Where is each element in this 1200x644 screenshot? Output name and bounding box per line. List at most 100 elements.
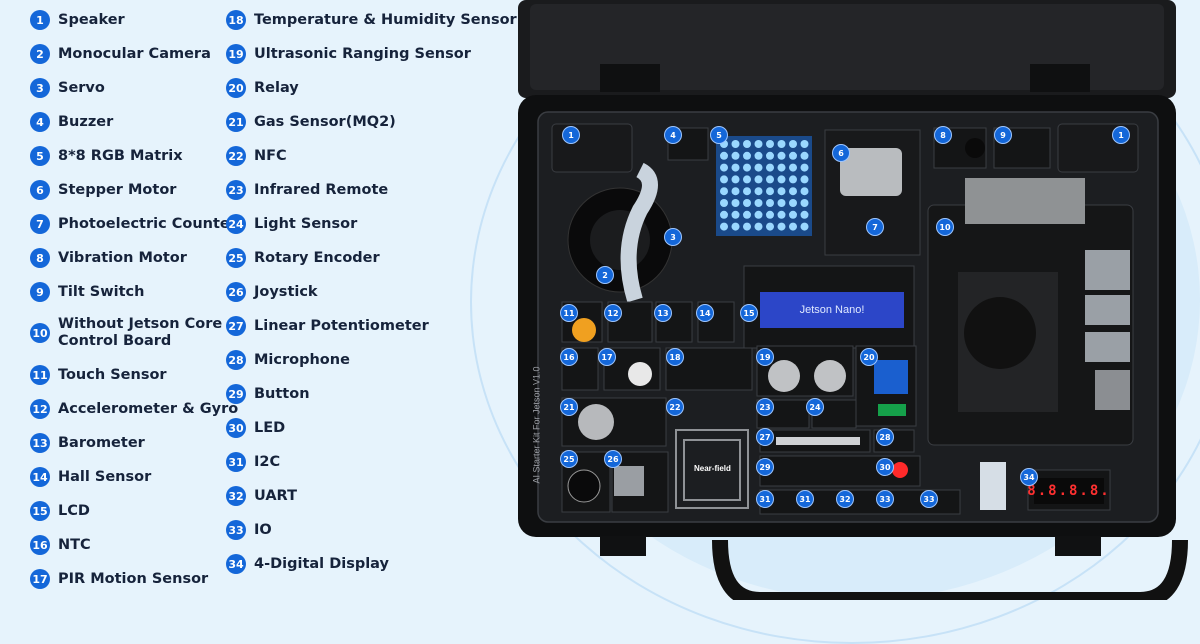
component-marker: 1 <box>562 126 580 144</box>
legend-number-badge: 28 <box>226 350 246 370</box>
relay-block <box>874 360 908 394</box>
component-marker: 13 <box>654 304 672 322</box>
component-marker: 5 <box>710 126 728 144</box>
component-marker: 34 <box>1020 468 1038 486</box>
legend-label: 4-Digital Display <box>254 555 389 572</box>
component-marker: 32 <box>836 490 854 508</box>
component-marker: 9 <box>994 126 1012 144</box>
legend-number-badge: 23 <box>226 180 246 200</box>
component-marker: 33 <box>876 490 894 508</box>
legend-label: NTC <box>58 536 91 553</box>
component-marker: 24 <box>806 398 824 416</box>
lcd-screen <box>760 292 904 328</box>
legend-label: LED <box>254 419 286 436</box>
legend-number-badge: 31 <box>226 452 246 472</box>
legend-item: 33 IO <box>226 520 272 540</box>
component-marker: 28 <box>876 428 894 446</box>
legend-number-badge: 27 <box>226 316 246 336</box>
legend-label: Gas Sensor(MQ2) <box>254 113 396 130</box>
legend-number-badge: 15 <box>30 501 50 521</box>
component-marker: 31 <box>756 490 774 508</box>
component-marker: 21 <box>560 398 578 416</box>
component-marker: 30 <box>876 458 894 476</box>
legend-item: 11 Touch Sensor <box>30 365 167 385</box>
legend-number-badge: 11 <box>30 365 50 385</box>
legend-label: NFC <box>254 147 287 164</box>
legend-label: 8*8 RGB Matrix <box>58 147 183 164</box>
legend-item: 9 Tilt Switch <box>30 282 144 302</box>
lcd-display-text: Jetson Nano! <box>799 304 865 316</box>
legend-number-badge: 9 <box>30 282 50 302</box>
legend-number-badge: 10 <box>30 323 50 343</box>
legend-number-badge: 7 <box>30 214 50 234</box>
legend-number-badge: 29 <box>226 384 246 404</box>
legend-number-badge: 14 <box>30 467 50 487</box>
legend-label: Buzzer <box>58 113 114 130</box>
component-marker: 18 <box>666 348 684 366</box>
legend-label: IO <box>254 521 272 538</box>
component-marker: 25 <box>560 450 578 468</box>
component-marker: 12 <box>604 304 622 322</box>
legend-item: 22 NFC <box>226 146 287 166</box>
legend-number-badge: 8 <box>30 248 50 268</box>
legend-label: Monocular Camera <box>58 45 211 62</box>
legend-number-badge: 21 <box>226 112 246 132</box>
legend-label: LCD <box>58 502 90 519</box>
nfc-coil <box>675 429 749 509</box>
legend-number-badge: 33 <box>226 520 246 540</box>
linear-potentiometer <box>776 437 860 445</box>
legend-item: 15 LCD <box>30 501 90 521</box>
legend-label: Touch Sensor <box>58 366 167 383</box>
component-marker: 29 <box>756 458 774 476</box>
legend-label: Button <box>254 385 310 402</box>
legend-item: 29 Button <box>226 384 310 404</box>
legend-item: 30 LED <box>226 418 285 438</box>
legend-label: Rotary Encoder <box>254 249 380 266</box>
legend-label: Servo <box>58 79 105 96</box>
legend-label: Microphone <box>254 351 350 368</box>
legend-number-badge: 3 <box>30 78 50 98</box>
component-marker: 8 <box>934 126 952 144</box>
legend-number-badge: 19 <box>226 44 246 64</box>
component-marker: 6 <box>832 144 850 162</box>
nfc-label: Near-field <box>694 464 731 473</box>
legend-item: 16 NTC <box>30 535 91 555</box>
legend-number-badge: 20 <box>226 78 246 98</box>
component-marker: 26 <box>604 450 622 468</box>
component-marker: 7 <box>866 218 884 236</box>
four-digit-readout: 8.8.8.8. <box>1027 483 1111 499</box>
legend-label: PIR Motion Sensor <box>58 570 209 587</box>
legend-number-badge: 16 <box>30 535 50 555</box>
rgb-matrix <box>716 136 812 236</box>
kit-side-label: AI Starter Kit For Jetson V1.0 <box>531 366 542 484</box>
legend-label: Speaker <box>58 11 125 28</box>
legend-number-badge: 1 <box>30 10 50 30</box>
stepper-motor <box>840 148 902 196</box>
legend-label: Tilt Switch <box>58 283 145 300</box>
component-marker: 31 <box>796 490 814 508</box>
component-marker: 11 <box>560 304 578 322</box>
legend-number-badge: 17 <box>30 569 50 589</box>
legend-label: Temperature & Humidity Sensor <box>254 11 517 28</box>
legend-number-badge: 12 <box>30 399 50 419</box>
legend-number-badge: 5 <box>30 146 50 166</box>
legend-number-badge: 22 <box>226 146 246 166</box>
legend-item: 17 PIR Motion Sensor <box>30 569 208 589</box>
legend-label: UART <box>254 487 297 504</box>
component-marker: 27 <box>756 428 774 446</box>
legend-number-badge: 30 <box>226 418 246 438</box>
